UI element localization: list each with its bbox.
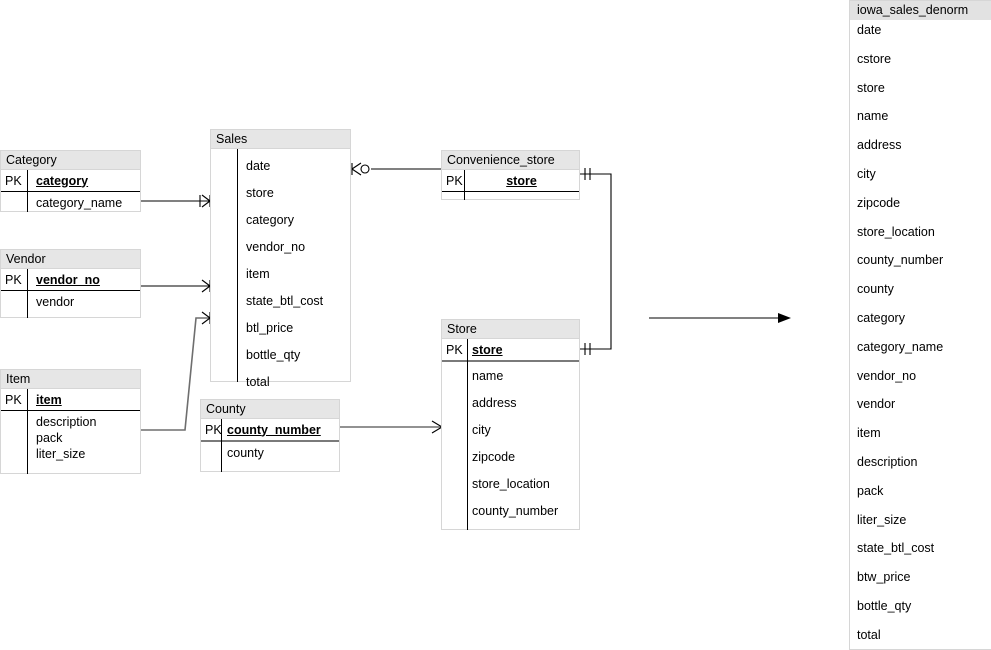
pk-separator	[442, 191, 579, 192]
attribute-empty	[442, 192, 579, 204]
entity-vendor-pk-row: PK vendor_no	[1, 269, 140, 290]
entity-category-title: Category	[1, 151, 140, 170]
entity-item-title: Item	[1, 370, 140, 389]
denorm-column: item	[857, 426, 881, 441]
attribute: name	[472, 369, 504, 383]
denorm-column: state_btl_cost	[857, 541, 935, 556]
pk-field-name: category	[36, 173, 89, 188]
entity-county-title: County	[201, 400, 339, 419]
pk-separator	[442, 360, 579, 362]
attribute: pack	[36, 431, 63, 445]
attribute: state_btl_cost	[246, 294, 324, 308]
entity-convenience-store-title: Convenience_store	[442, 151, 579, 170]
entity-convenience-store[interactable]: Convenience_store PK store	[441, 150, 580, 200]
attribute: item	[246, 267, 270, 281]
pk-badge: PK	[5, 392, 22, 407]
denorm-column: name	[857, 109, 889, 124]
attribute: store	[246, 186, 274, 200]
attribute: date	[246, 159, 271, 173]
denorm-column: county	[857, 282, 894, 297]
denorm-column: store_location	[857, 224, 935, 239]
entity-vendor-title: Vendor	[1, 250, 140, 269]
entity-vendor[interactable]: Vendor PK vendor_no vendor	[0, 249, 141, 318]
attribute: category	[246, 213, 294, 227]
entity-category[interactable]: Category PK category category_name	[0, 150, 141, 212]
entity-county-pk-row: PK county_number	[201, 419, 339, 440]
link-sales-convenience-store	[351, 162, 442, 176]
entity-sales-title: Sales	[211, 130, 350, 149]
link-category-sales	[141, 194, 211, 208]
attribute: category_name	[36, 196, 123, 210]
entity-sales[interactable]: Sales date store category vendor_no item…	[210, 129, 351, 389]
link-vendor-sales	[141, 279, 211, 293]
denorm-column: cstore	[857, 51, 892, 66]
denorm-column: county_number	[857, 253, 944, 268]
attribute: county_number	[472, 504, 559, 518]
entity-convenience-store-pk-row: PK store	[442, 170, 579, 191]
attribute: liter_size	[36, 447, 86, 461]
denorm-column: total	[857, 627, 881, 642]
denorm-column: zipcode	[857, 195, 901, 210]
pk-separator	[1, 410, 140, 411]
pk-field-name: county_number	[227, 422, 321, 437]
denorm-column: category	[857, 310, 905, 325]
denorm-column: btw_price	[857, 570, 911, 585]
denorm-column: city	[857, 166, 876, 181]
entity-category-pk-row: PK category	[1, 170, 140, 191]
denorm-column: vendor	[857, 397, 896, 412]
attribute: vendor	[36, 295, 75, 309]
denorm-table-iowa-sales-denorm[interactable]: iowa_sales_denorm date cstore store name…	[849, 0, 991, 650]
pk-badge: PK	[446, 342, 463, 357]
link-county-store	[340, 420, 443, 434]
entity-county[interactable]: County PK county_number county	[200, 399, 340, 472]
denorm-column: liter_size	[857, 512, 907, 527]
pk-field-name: store	[506, 173, 537, 188]
pk-field-name: item	[36, 392, 62, 407]
attribute: county	[227, 446, 264, 460]
attribute: store_location	[472, 477, 550, 491]
denorm-table-title: iowa_sales_denorm	[850, 1, 991, 20]
attribute: vendor_no	[246, 240, 306, 254]
pk-field-name: vendor_no	[36, 272, 100, 287]
denorm-column: description	[857, 454, 918, 469]
attribute: btl_price	[246, 321, 294, 335]
pk-separator	[201, 440, 339, 442]
pk-field-name: store	[472, 342, 503, 357]
attribute: description	[36, 415, 97, 429]
pk-badge: PK	[446, 173, 463, 188]
pk-badge: PK	[5, 173, 22, 188]
entity-item-pk-row: PK item	[1, 389, 140, 410]
denorm-column: store	[857, 80, 885, 95]
attribute: total	[246, 375, 270, 389]
attribute: zipcode	[472, 450, 516, 464]
pk-badge: PK	[5, 272, 22, 287]
entity-store[interactable]: Store PK store name address city zipcode…	[441, 319, 580, 530]
attribute: city	[472, 423, 491, 437]
denorm-column: date	[857, 23, 882, 37]
denorm-column: address	[857, 138, 902, 153]
entity-store-title: Store	[442, 320, 579, 339]
link-convenience-store-store	[580, 168, 612, 355]
entity-store-pk-row: PK store	[442, 339, 579, 360]
transform-arrow	[649, 313, 791, 323]
denorm-column: pack	[857, 483, 884, 498]
pk-separator	[1, 191, 140, 192]
denorm-column: category_name	[857, 339, 944, 354]
denorm-column: vendor_no	[857, 368, 917, 383]
entity-item[interactable]: Item PK item description pack liter_size	[0, 369, 141, 474]
denorm-column: bottle_qty	[857, 598, 912, 613]
attribute: address	[472, 396, 517, 410]
pk-badge: PK	[205, 422, 222, 437]
attribute: bottle_qty	[246, 348, 301, 362]
pk-separator	[1, 290, 140, 291]
